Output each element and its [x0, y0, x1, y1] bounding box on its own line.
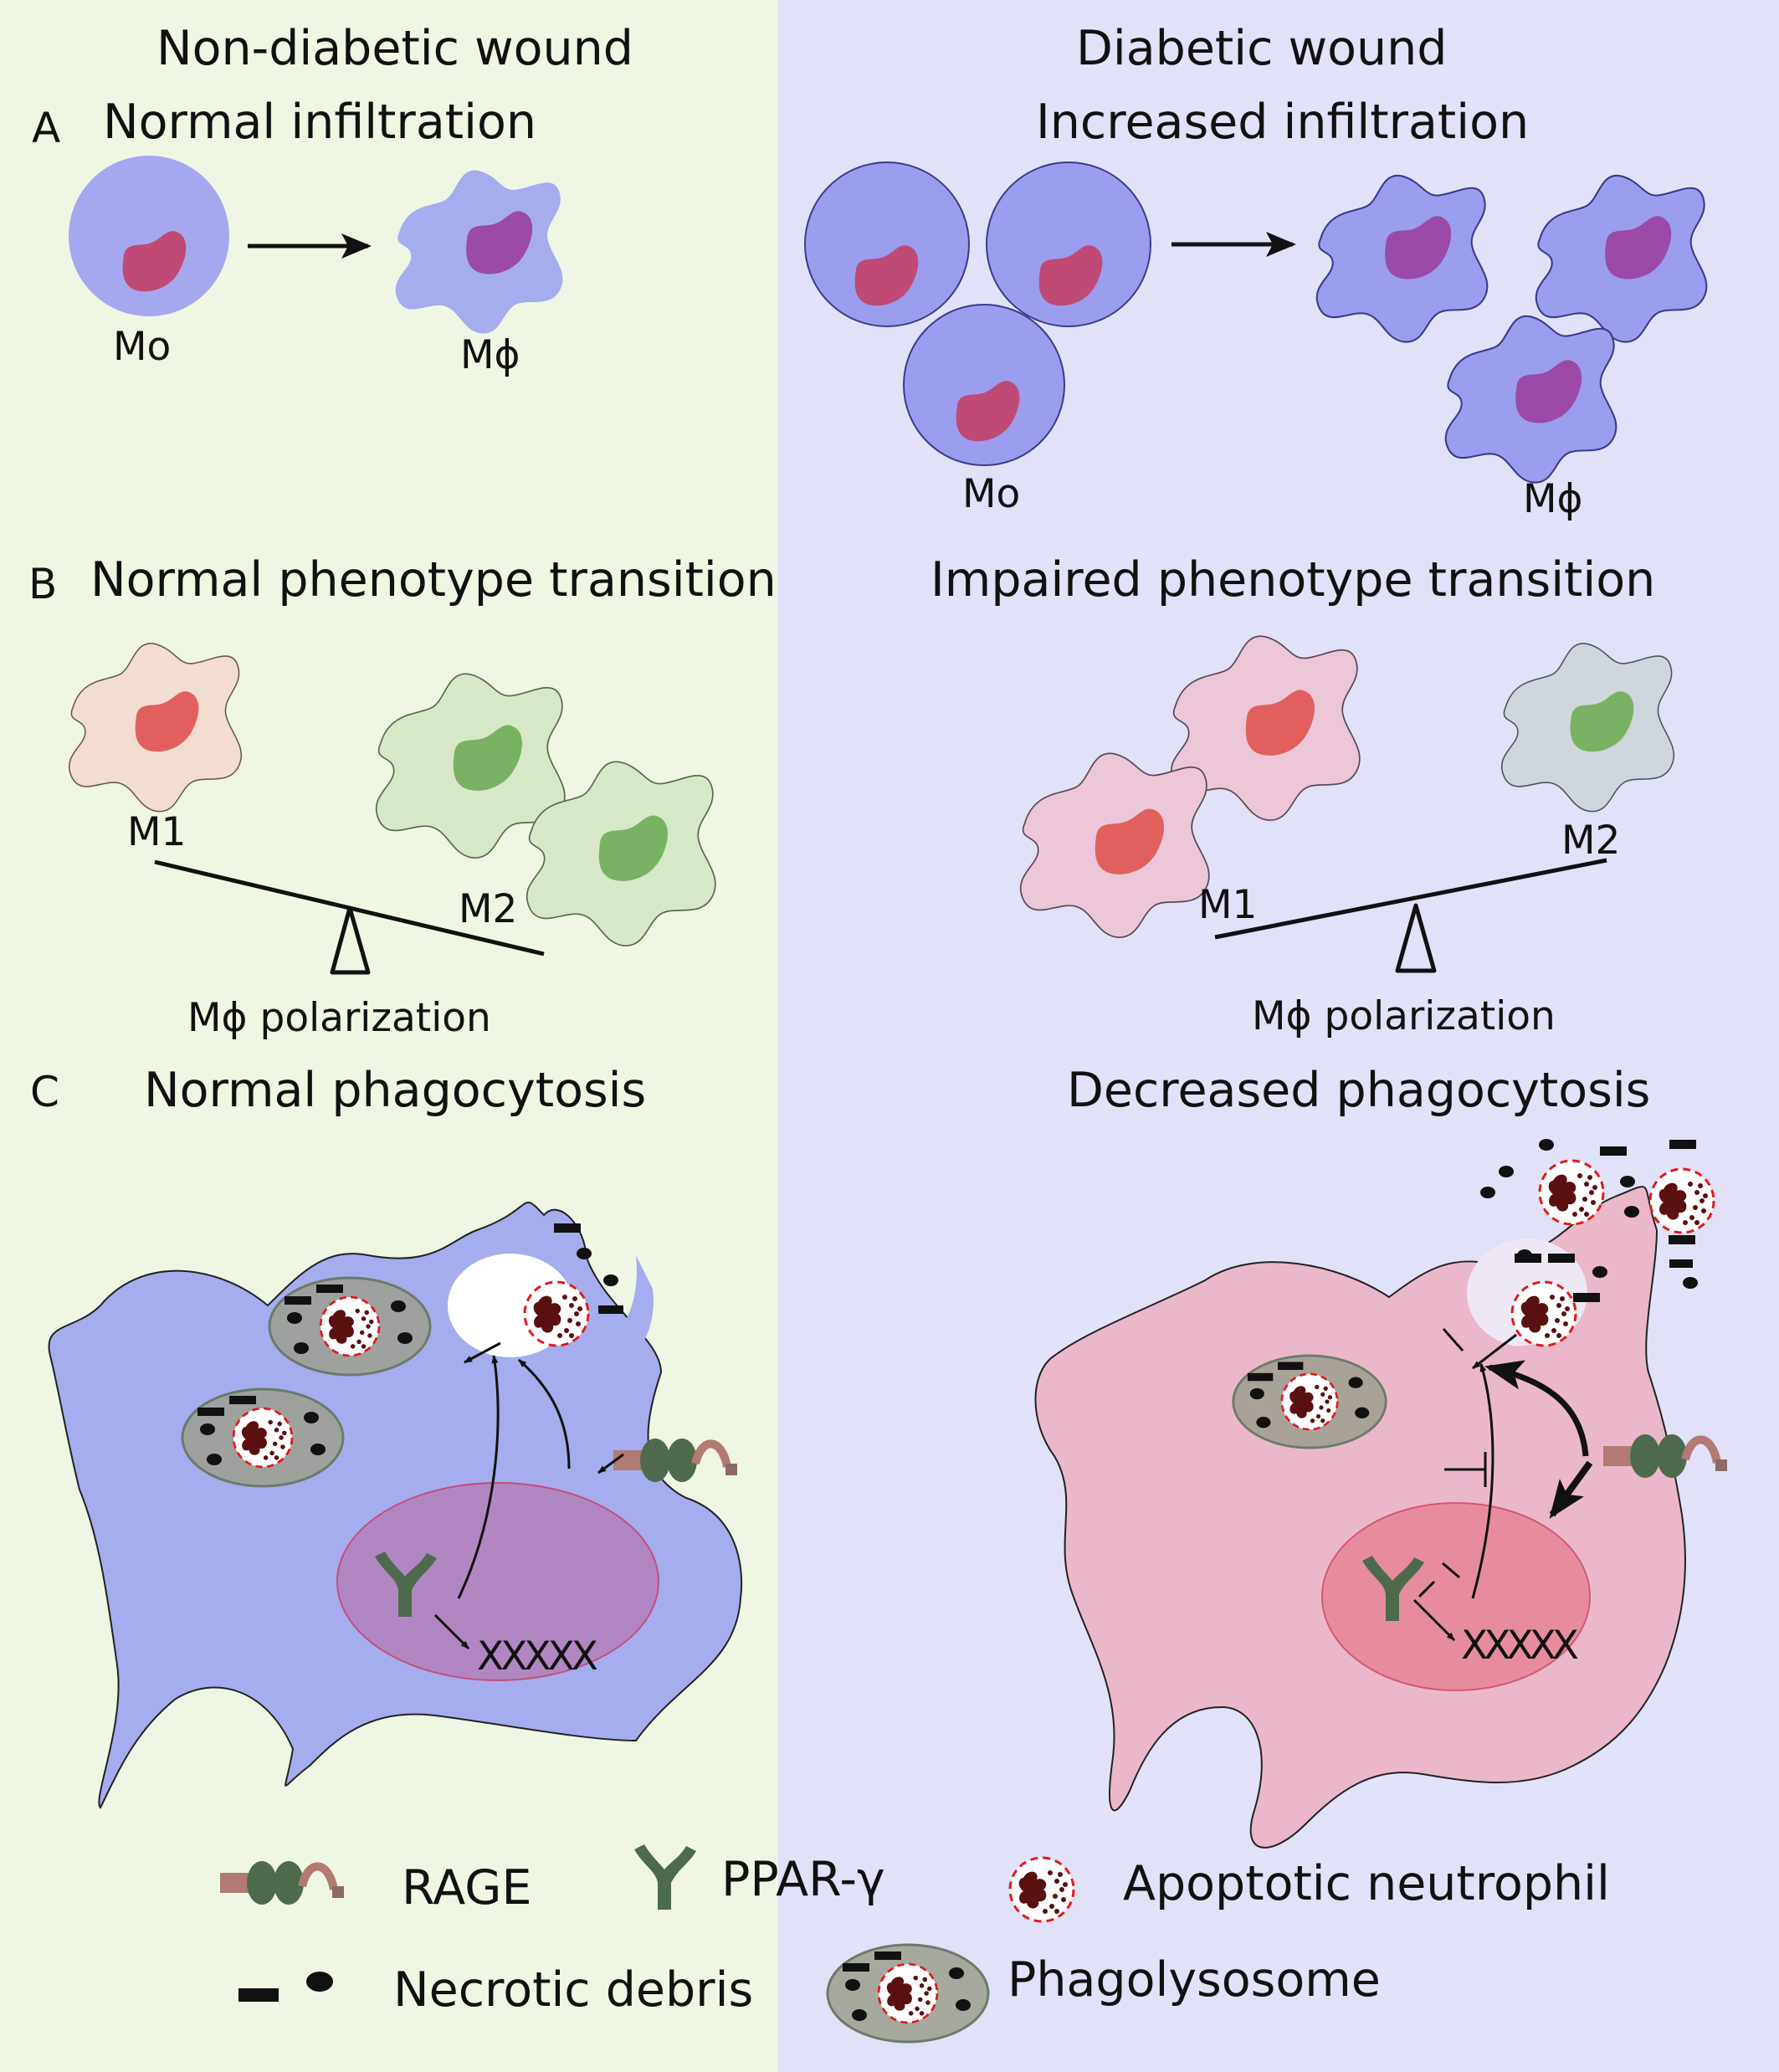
- monocyte-cell: [804, 162, 970, 327]
- monocyte-cell: [986, 162, 1151, 327]
- inhibition-bar: [1442, 1562, 1460, 1579]
- apoptotic-neutrophil-icon: [1510, 1280, 1577, 1347]
- panel-b-right-title: Impaired phenotype transition: [931, 552, 1655, 608]
- necrotic-debris-icon: [598, 1305, 623, 1314]
- phagolysosome-icon: [828, 1945, 988, 2042]
- inhibition-bar: [1442, 1328, 1464, 1351]
- necrotic-debris-icon: [554, 1223, 581, 1233]
- panel-c-right-title: Decreased phagocytosis: [1067, 1063, 1650, 1118]
- necrotic-debris-icon: [238, 1988, 279, 2002]
- panel-b-left-title: Normal phenotype transition: [90, 552, 777, 608]
- label-m1-right: M1: [1198, 882, 1257, 928]
- signal-arrow: [518, 1358, 571, 1469]
- phagolysosome-icon: [1233, 1356, 1386, 1448]
- apoptotic-neutrophil-icon: [1648, 1167, 1715, 1234]
- legend-phagolysosome-label: Phagolysosome: [1007, 1952, 1381, 2008]
- panel-b-letter: B: [28, 560, 57, 608]
- legend-rage-label: RAGE: [402, 1860, 531, 1916]
- panel-a-left-title: Normal infiltration: [103, 95, 536, 150]
- panel-c-left-title: Normal phagocytosis: [144, 1063, 646, 1118]
- caption-polarization-right: Mϕ polarization: [1252, 993, 1556, 1039]
- legend-necrotic-label: Necrotic debris: [393, 1962, 753, 2018]
- signal-arrow: [597, 1453, 624, 1475]
- balance-fulcrum: [330, 905, 371, 975]
- balance-beam: [1214, 858, 1607, 940]
- monocyte-cell: [903, 304, 1065, 466]
- necrotic-debris-icon: [577, 1248, 592, 1259]
- necrotic-debris-cluster: [1480, 1139, 1698, 1302]
- blocked-uptake: [1472, 1333, 1517, 1370]
- nucleus: [1321, 1502, 1591, 1691]
- label-mo-right: Mo: [962, 471, 1020, 517]
- panel-c-letter: C: [30, 1068, 59, 1116]
- inhibition-bar: [1418, 1580, 1436, 1598]
- panel-a-letter: A: [32, 104, 60, 152]
- label-m1-left: M1: [127, 809, 186, 855]
- necrotic-debris-icon: [603, 1274, 618, 1286]
- inhibited-arrow: [1412, 1598, 1456, 1642]
- apoptotic-neutrophil-icon: [523, 1280, 590, 1347]
- enhanced-signal-arrow: [1549, 1460, 1593, 1519]
- necrotic-debris-icon: [306, 1972, 333, 1992]
- dna-right: XXXXX: [1461, 1623, 1578, 1669]
- enhanced-signal-arrow: [1484, 1360, 1589, 1457]
- label-m2-left: M2: [459, 886, 517, 932]
- balance-fulcrum: [1395, 903, 1437, 973]
- nucleus: [336, 1482, 659, 1681]
- signal-arrow: [457, 1355, 500, 1599]
- header-left: Non-diabetic wound: [156, 21, 633, 76]
- monocyte-cell: [69, 156, 229, 316]
- header-right: Diabetic wound: [1076, 21, 1447, 76]
- panel-a-right-title: Increased infiltration: [1036, 95, 1529, 150]
- apoptotic-neutrophil-icon: [1538, 1159, 1605, 1226]
- label-m2-right: M2: [1561, 818, 1620, 864]
- phagolysosome-icon: [182, 1389, 343, 1486]
- signal-arrow: [433, 1613, 470, 1650]
- legend-ppar-label: PPAR-γ: [721, 1852, 885, 1907]
- label-mphi-left: Mϕ: [460, 332, 520, 378]
- dna-left: XXXXX: [477, 1633, 597, 1680]
- phagolysosome-icon: [269, 1278, 430, 1375]
- label-mphi-right: Mϕ: [1523, 476, 1583, 522]
- legend-apoptotic-label: Apoptotic neutrophil: [1123, 1856, 1610, 1911]
- label-mo-left: Mo: [113, 324, 171, 370]
- apoptotic-neutrophil-icon: [1008, 1856, 1075, 1923]
- caption-polarization-left: Mϕ polarization: [187, 995, 491, 1041]
- signal-arrow: [464, 1341, 501, 1364]
